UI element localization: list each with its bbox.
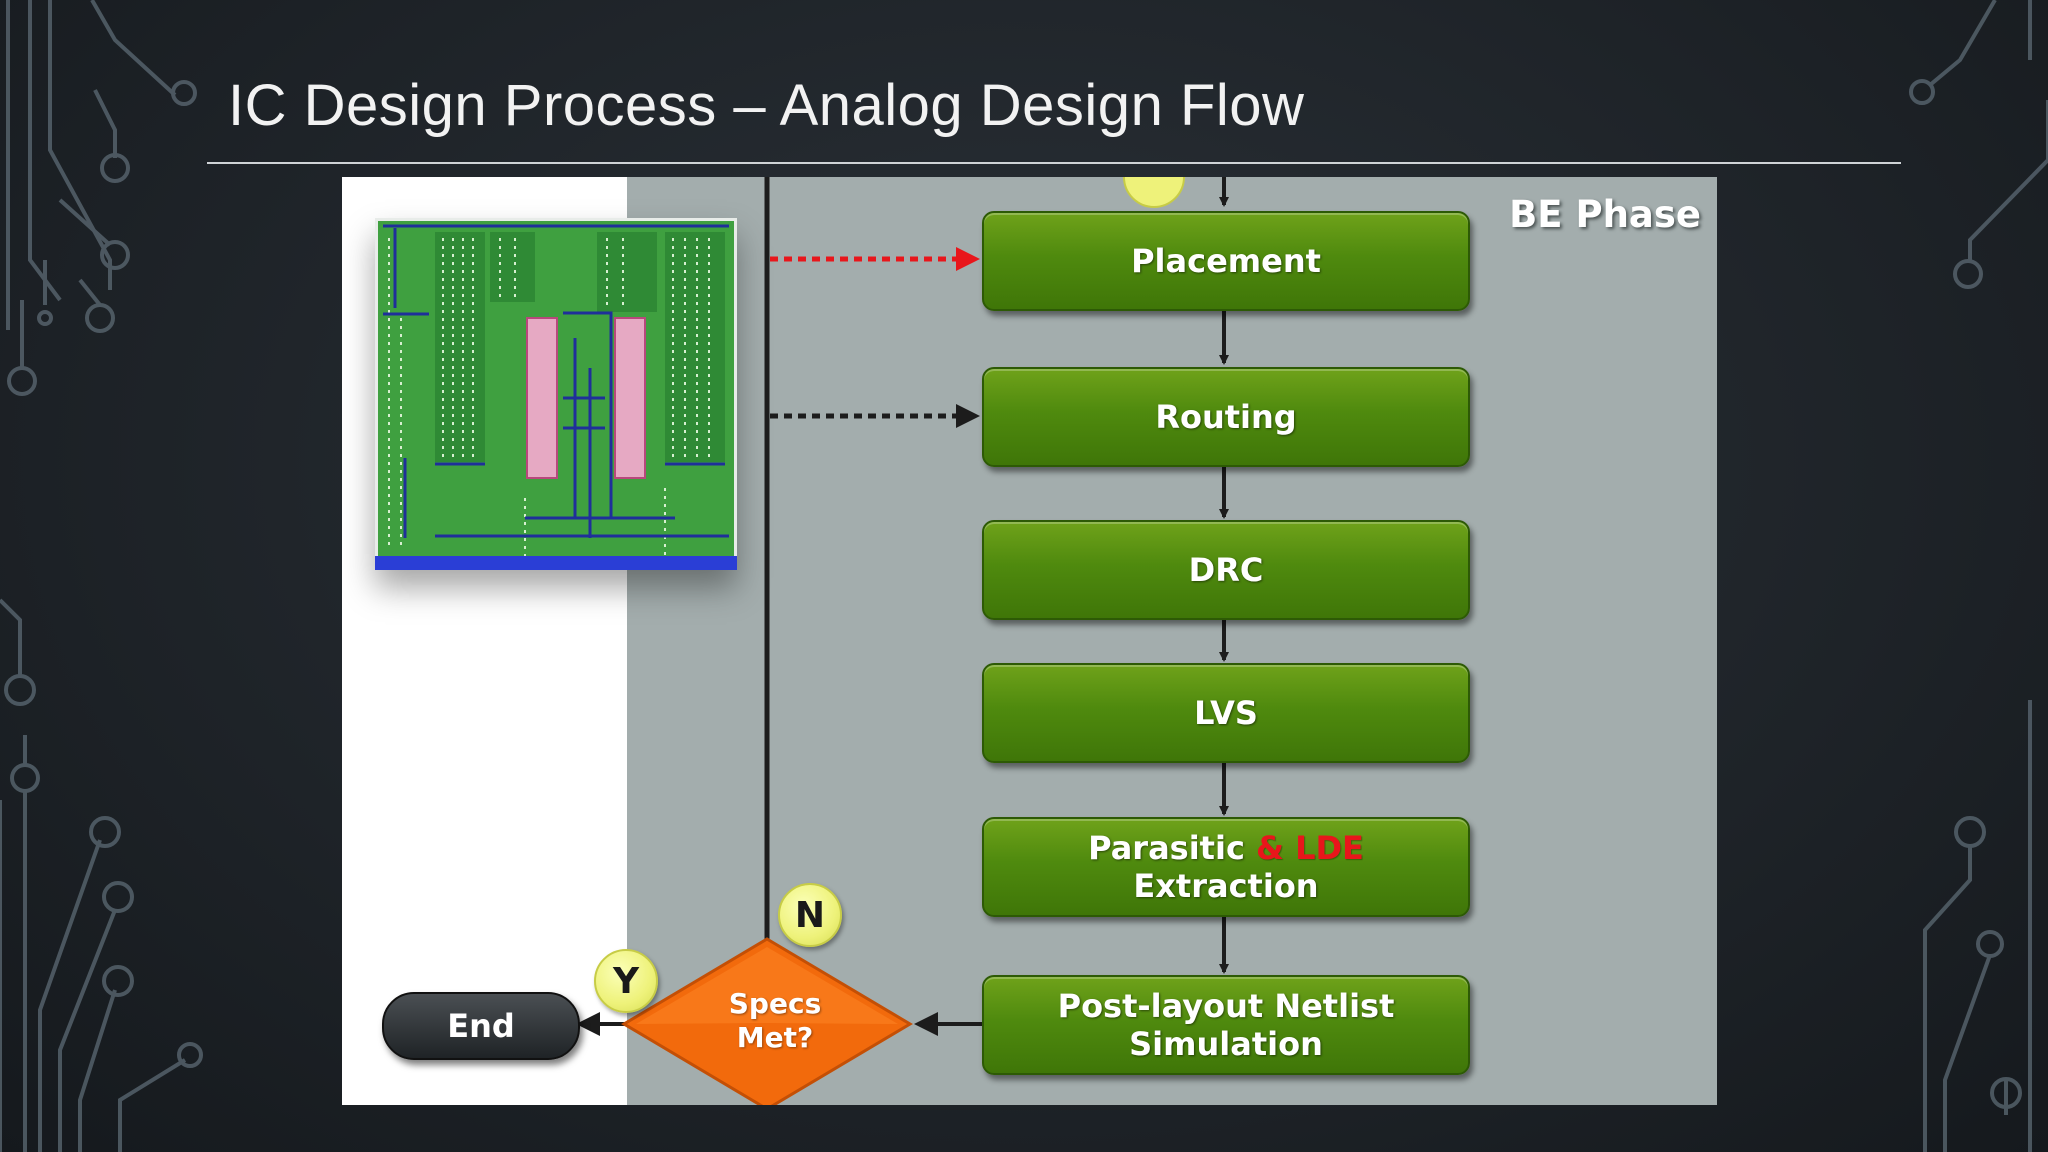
panel-gray-region [627,177,1717,1105]
phase-label: BE Phase [1509,193,1701,236]
step-lvs: LVS [982,663,1470,763]
parasitic-line2: Extraction [1133,867,1319,905]
parasitic-label: Parasitic [1088,829,1245,867]
step-routing-label: Routing [1155,398,1297,436]
step-drc-label: DRC [1188,551,1264,589]
badge-yes: Y [594,949,658,1013]
layout-thumbnail-image [375,218,737,570]
postlayout-line2: Simulation [1129,1025,1323,1063]
end-terminal: End [382,992,580,1060]
flow-connectors [576,177,1229,1105]
decision-specs-met: Specs Met? [672,987,878,1055]
flow-diagram-panel: BE Phase Placement Routing DRC LVS Paras… [342,177,1717,1105]
lde-highlight-label: & LDE [1256,829,1364,867]
step-parasitic-extraction: Parasitic & LDE Extraction [982,817,1470,917]
step-placement-label: Placement [1131,242,1321,280]
step-drc: DRC [982,520,1470,620]
step-routing: Routing [982,367,1470,467]
decision-line1: Specs [728,987,822,1020]
step-lvs-label: LVS [1194,694,1258,732]
step-postlayout-simulation: Post-layout Netlist Simulation [982,975,1470,1075]
parasitic-line1: Parasitic & LDE [1088,829,1364,867]
decision-line2: Met? [736,1021,814,1054]
title-divider [207,162,1901,164]
postlayout-line1: Post-layout Netlist [1057,987,1395,1025]
step-placement: Placement [982,211,1470,311]
badge-no: N [778,883,842,947]
slide-title: IC Design Process – Analog Design Flow [228,73,1305,138]
